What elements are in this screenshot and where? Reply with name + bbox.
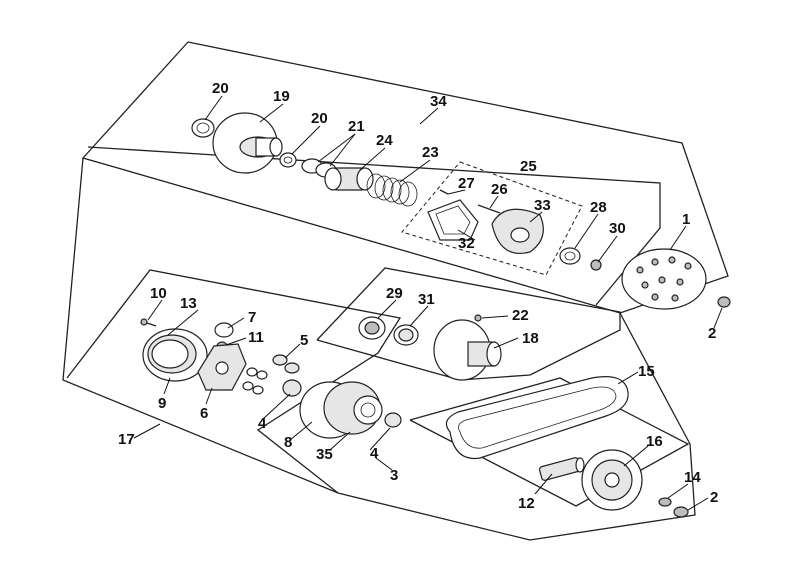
- callout-18: 18: [522, 330, 539, 347]
- part-26-pin: [477, 204, 501, 214]
- part-2-nut-bottom: [673, 506, 689, 518]
- callout-8: 8: [284, 434, 292, 451]
- part-22-grease-nipple: [474, 314, 482, 322]
- callout-20: 20: [212, 80, 229, 97]
- part-4-bushing: [282, 379, 302, 397]
- part-1-cover: [621, 248, 707, 310]
- callout-11: 11: [248, 329, 264, 346]
- part-32-plate: [427, 199, 479, 241]
- callout-31: 31: [418, 291, 435, 308]
- callout-24: 24: [376, 132, 393, 149]
- part-20-seal: [191, 118, 215, 138]
- callout-27: 27: [458, 175, 475, 192]
- callout-4-second: 4: [370, 445, 379, 462]
- part-8-variator: [299, 381, 383, 439]
- part-29-bearing: [358, 316, 386, 340]
- frame-drive-assembly-17: [66, 269, 402, 494]
- frame-assembly-34-lower: [62, 157, 696, 541]
- callout-12: 12: [518, 495, 535, 512]
- part-31-bearing: [393, 324, 419, 346]
- part-2-nut: [717, 296, 731, 308]
- callout-22: 22: [512, 307, 529, 324]
- part-33-clutch-shoe: [491, 208, 544, 254]
- frame-clutch-group: [87, 146, 661, 306]
- callout-21: 21: [348, 118, 365, 135]
- part-28-nut: [559, 247, 581, 265]
- callout-25: 25: [520, 158, 537, 175]
- part-24-collar: [324, 167, 374, 191]
- callout-4: 4: [258, 415, 267, 432]
- part-20-seal-second: [279, 152, 297, 168]
- callout-2-right: 2: [708, 325, 716, 342]
- callout-2-bottom: 2: [710, 489, 718, 506]
- leader-lines: [133, 95, 723, 511]
- part-12-spacer: [538, 457, 585, 481]
- frame-clutch-subassembly-25: [401, 161, 583, 276]
- rollers: [242, 367, 268, 395]
- part-10-screw: [140, 318, 157, 327]
- part-15-belt: [445, 376, 629, 460]
- part-19-drive-face: [212, 112, 283, 174]
- callout-19: 19: [273, 88, 290, 105]
- callout-15: 15: [638, 363, 655, 380]
- part-4-bushing-right: [384, 412, 402, 428]
- callout-5: 5: [300, 332, 308, 349]
- callout-23: 23: [422, 144, 439, 161]
- callout-28: 28: [590, 199, 607, 216]
- part-7-cap: [214, 322, 234, 338]
- callout-9: 9: [158, 395, 166, 412]
- callout-30: 30: [609, 220, 626, 237]
- callout-34: 34: [430, 93, 447, 110]
- callout-16: 16: [646, 433, 663, 450]
- part-16-fan-pulley: [581, 449, 643, 511]
- callout-20-second: 20: [311, 110, 328, 127]
- frame-belt-group: [409, 377, 690, 507]
- part-14-washer: [658, 497, 672, 507]
- callout-6: 6: [200, 405, 208, 422]
- part-30-washer: [590, 259, 602, 271]
- part-27-pin: [439, 189, 449, 195]
- part-5-washers: [272, 354, 300, 374]
- part-9-cover-ring: [142, 328, 208, 382]
- callout-29: 29: [386, 285, 403, 302]
- callout-14: 14: [684, 469, 701, 486]
- part-18-movable-face: [433, 319, 502, 381]
- part-23-spring: [366, 173, 418, 207]
- callout-13: 13: [180, 295, 197, 312]
- callout-7: 7: [248, 309, 256, 326]
- callout-3: 3: [390, 467, 398, 484]
- callout-32: 32: [458, 235, 475, 252]
- part-6-ramp-plate: [197, 343, 247, 391]
- callout-33: 33: [534, 197, 551, 214]
- callout-35: 35: [316, 446, 333, 463]
- callout-1: 1: [682, 211, 690, 228]
- callout-17: 17: [118, 431, 135, 448]
- callout-26: 26: [491, 181, 508, 198]
- callout-10: 10: [150, 285, 167, 302]
